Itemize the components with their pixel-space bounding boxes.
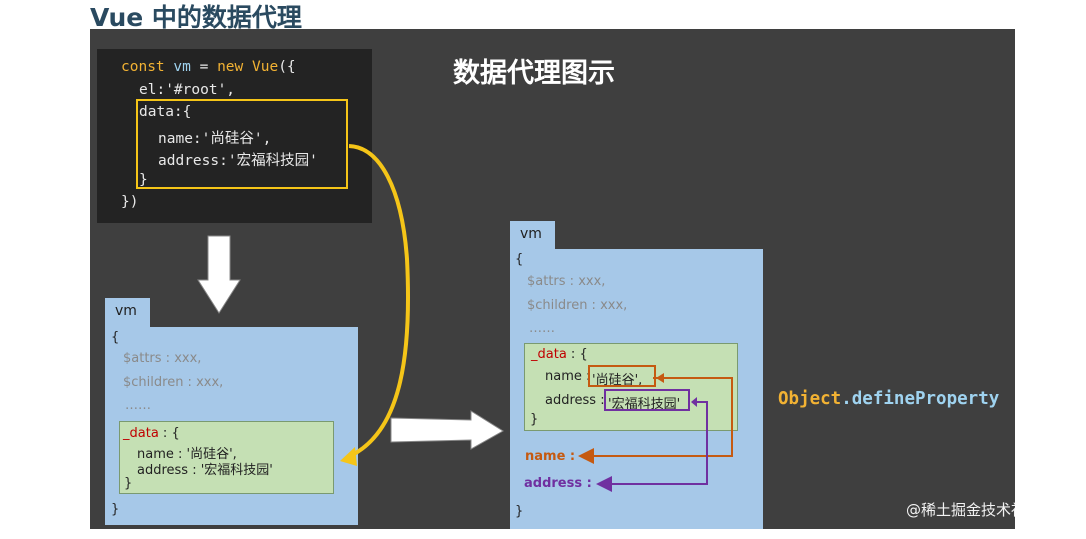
yellow-curved-arrow (340, 144, 411, 466)
left-data-open: : { (158, 426, 180, 441)
right-vm-close-brace: } (515, 504, 524, 519)
left-data-box (119, 421, 334, 494)
right-data-address-key: address : (545, 393, 605, 408)
name-value-box (588, 365, 656, 387)
address-value-box (604, 389, 690, 411)
code-class-vue: Vue (252, 59, 279, 75)
left-vm-open-brace: { (111, 330, 120, 345)
right-data-address-value: '宏福科技园' (608, 397, 681, 412)
right-data-name-value: '尚硅谷', (592, 373, 643, 388)
right-data-open: : { (566, 347, 588, 362)
right-vm-ellipsis: …… (529, 321, 555, 336)
define-property-dot: . (841, 389, 852, 409)
address-proxy-label: address : (524, 476, 592, 491)
code-line-5: address:'宏福科技园' (158, 153, 318, 169)
code-line-7: }) (121, 194, 139, 210)
code-block: const vm = new Vue({ el:'#root', data:{ … (97, 49, 372, 223)
left-data-header: _data : { (123, 426, 180, 441)
right-data-close: } (530, 412, 539, 427)
right-vm-tab (510, 221, 555, 250)
code-line-2: el:'#root', (139, 82, 236, 98)
code-var-vm: vm (173, 59, 191, 75)
right-data-key: _data (531, 347, 567, 362)
diagram-slide: 数据代理图示 const vm = new Vue({ el:'#root', … (90, 29, 1015, 529)
page-heading: Vue 中的数据代理 (90, 3, 302, 32)
down-arrow (197, 235, 241, 314)
watermark: @稀土掘金技术社区 (906, 501, 1015, 519)
right-vm-open-brace: { (515, 252, 524, 267)
data-highlight-box (136, 99, 348, 189)
right-vm-tab-label: vm (520, 226, 542, 242)
define-property-label: Object.defineProperty (778, 389, 999, 409)
left-data-close: } (124, 476, 133, 491)
code-open: ({ (278, 59, 296, 75)
name-proxy-label: name : (525, 449, 576, 464)
left-data-address: address : '宏福科技园' (137, 463, 273, 478)
code-line-4: name:'尚硅谷', (158, 131, 272, 147)
purple-address-connector (596, 397, 708, 492)
right-vm-attrs: $attrs : xxx, (527, 274, 606, 289)
right-data-box (524, 343, 738, 431)
left-vm-ellipsis: …… (125, 398, 151, 413)
code-line-6: } (139, 172, 148, 188)
orange-name-connector (578, 373, 733, 464)
define-property-object: Object (778, 389, 842, 409)
left-data-name: name : '尚硅谷', (137, 447, 237, 462)
left-vm-attrs: $attrs : xxx, (123, 351, 202, 366)
left-vm-tab (105, 298, 150, 328)
right-arrow (390, 410, 504, 450)
arrows-layer (197, 144, 733, 492)
left-vm-close-brace: } (111, 502, 120, 517)
right-data-header: _data : { (531, 347, 588, 362)
right-data-name-key: name : (545, 369, 591, 384)
code-equals: = (199, 59, 209, 75)
code-kw-const: const (121, 59, 165, 75)
code-line-1: const vm = new Vue({ (121, 59, 296, 75)
define-property-method: defineProperty (851, 389, 1000, 409)
slide-title: 数据代理图示 (453, 58, 615, 89)
left-vm-tab-label: vm (115, 303, 137, 319)
code-line-3: data:{ (139, 104, 192, 120)
code-kw-new: new (217, 59, 244, 75)
right-vm-children: $children : xxx, (527, 298, 628, 313)
left-data-key: _data (123, 426, 159, 441)
left-vm-children: $children : xxx, (123, 375, 224, 390)
